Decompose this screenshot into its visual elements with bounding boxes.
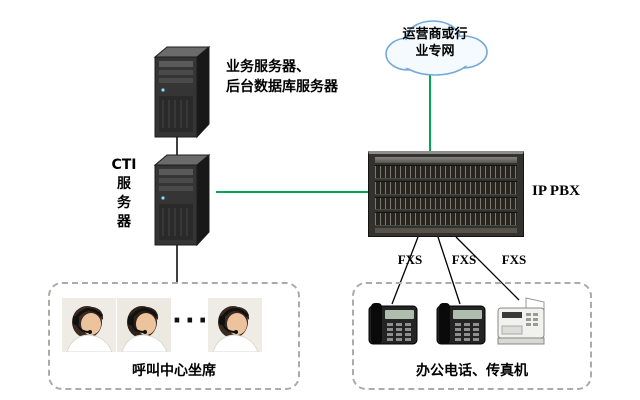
ip-pbx-bottom-panel	[375, 228, 517, 233]
office-devices-box: 办公电话、传真机	[352, 282, 592, 390]
fax-machine-icon	[497, 297, 545, 345]
call-center-agent-photo	[208, 298, 262, 352]
cti-server-icon	[153, 153, 211, 247]
business-server-label: 业务服务器、 后台数据库服务器	[226, 59, 338, 95]
desk-phone-icon	[436, 303, 486, 345]
ip-pbx-card-row	[375, 180, 517, 195]
ip-pbx-top-panel	[375, 157, 517, 163]
fxs-label-3: FXS	[501, 252, 527, 267]
call-center-box: 呼叫中心坐席	[48, 282, 300, 390]
ip-pbx-card-row	[375, 165, 517, 179]
network-cloud-label: 运营商或行 业专网	[402, 27, 468, 59]
call-center-agent-photo	[117, 298, 171, 352]
fxs-label-1: FXS	[397, 252, 423, 267]
call-center-agent-photo	[62, 298, 116, 352]
ip-pbx-label: IP PBX	[532, 183, 580, 199]
ip-pbx-chassis	[368, 151, 524, 237]
office-devices-label: 办公电话、传真机	[416, 363, 528, 379]
cti-server-label: CTI 服 务 器	[111, 157, 137, 230]
fxs-label-2: FXS	[451, 252, 477, 267]
ip-pbx-card-row	[375, 212, 517, 226]
ip-pbx-card-row	[375, 196, 517, 211]
network-cloud-icon	[385, 20, 488, 76]
agents-ellipsis: ···	[172, 306, 211, 336]
desk-phone-icon	[368, 303, 418, 345]
business-server-icon	[153, 45, 211, 139]
call-center-label: 呼叫中心坐席	[132, 363, 216, 379]
